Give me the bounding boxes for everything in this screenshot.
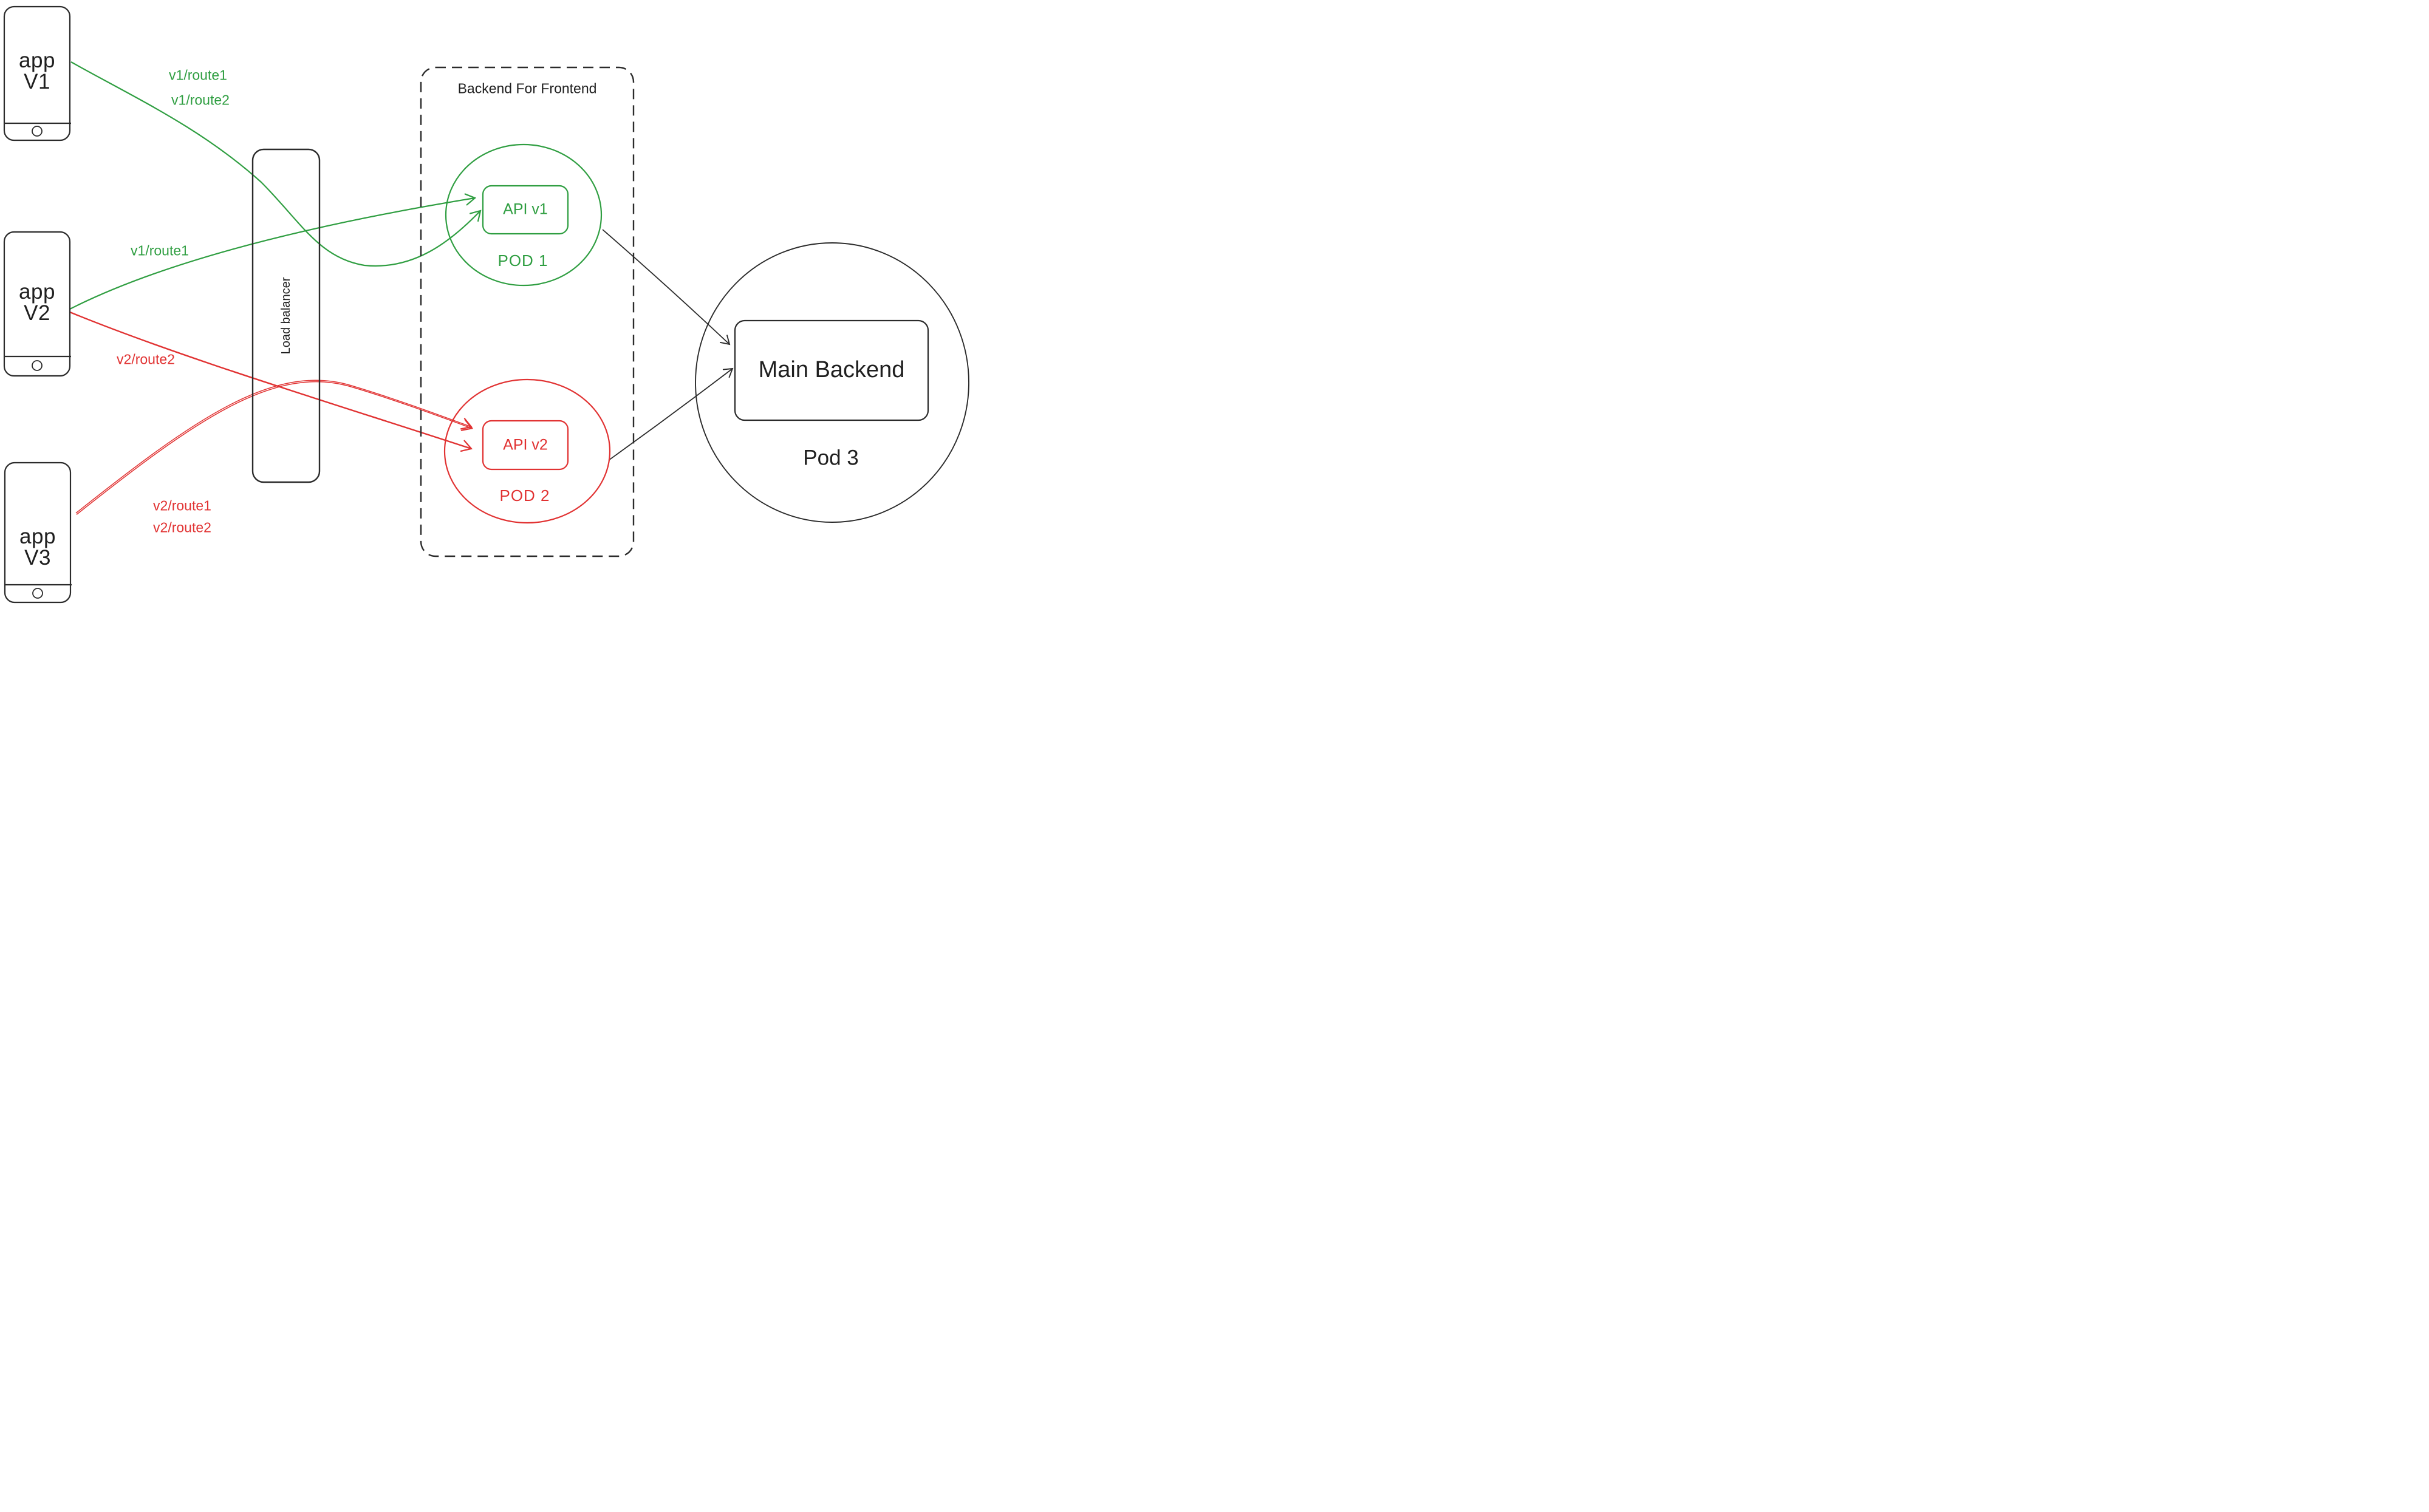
flow-line-appv2-to-apiv2 [69, 311, 473, 452]
api-v1-box [482, 185, 569, 235]
client-label-line2: V2 [24, 301, 50, 325]
route-label-v1-route2-top: v1/route2 [171, 92, 230, 108]
pod1-label: POD 1 [497, 251, 548, 270]
client-label-line2: V3 [24, 546, 51, 570]
diagram-shapes [3, 5, 969, 604]
pod2-label: POD 2 [499, 486, 550, 505]
client-label-app-v2: app V2 [19, 281, 55, 324]
pod3-circle [695, 242, 969, 523]
main-backend-box [734, 319, 929, 421]
client-label-line1: app [19, 49, 55, 72]
client-label-app-v1: app V1 [19, 50, 55, 92]
client-label-line2: V1 [24, 70, 50, 94]
main-backend-label: Main Backend [758, 357, 905, 383]
pod1-circle [445, 143, 603, 287]
phone-app-v1 [3, 5, 71, 141]
flow-line-appv2-to-apiv1 [69, 193, 477, 310]
client-label-app-v3: app V3 [19, 526, 56, 568]
client-label-line1: app [19, 280, 55, 304]
client-label-line1: app [19, 525, 56, 548]
route-label-v2-route2-mid: v2/route2 [117, 351, 175, 367]
bff-container [420, 66, 635, 557]
load-balancer-box [251, 148, 321, 483]
api-v2-box [482, 420, 569, 471]
diagram-canvas: app V1 app V2 app V3 v1/route1 v1/route2… [0, 0, 972, 605]
route-label-v2-route1-bottom: v2/route1 [153, 497, 211, 514]
flow-line-appv1-to-apiv1 [70, 61, 482, 267]
home-button-icon [32, 588, 43, 599]
pod3-label: Pod 3 [803, 446, 859, 470]
load-balancer-label: Load balancer [279, 277, 293, 355]
pod2-circle [443, 378, 611, 524]
flow-line-pod2-to-main-backend [608, 367, 734, 461]
bff-title: Backend For Frontend [457, 80, 597, 97]
home-button-icon [32, 360, 43, 371]
phone-app-v3 [4, 461, 72, 604]
home-button-icon [32, 126, 43, 137]
api-v2-label: API v2 [503, 436, 548, 454]
route-label-v2-route2-bottom: v2/route2 [153, 519, 211, 536]
route-label-v1-route1-top: v1/route1 [169, 67, 227, 83]
api-v1-label: API v1 [503, 200, 548, 218]
route-label-v1-route1-mid: v1/route1 [131, 242, 189, 259]
flow-line-pod1-to-main-backend [602, 229, 731, 346]
flow-line-appv3-to-apiv2 [75, 380, 473, 514]
phone-app-v2 [3, 231, 71, 377]
